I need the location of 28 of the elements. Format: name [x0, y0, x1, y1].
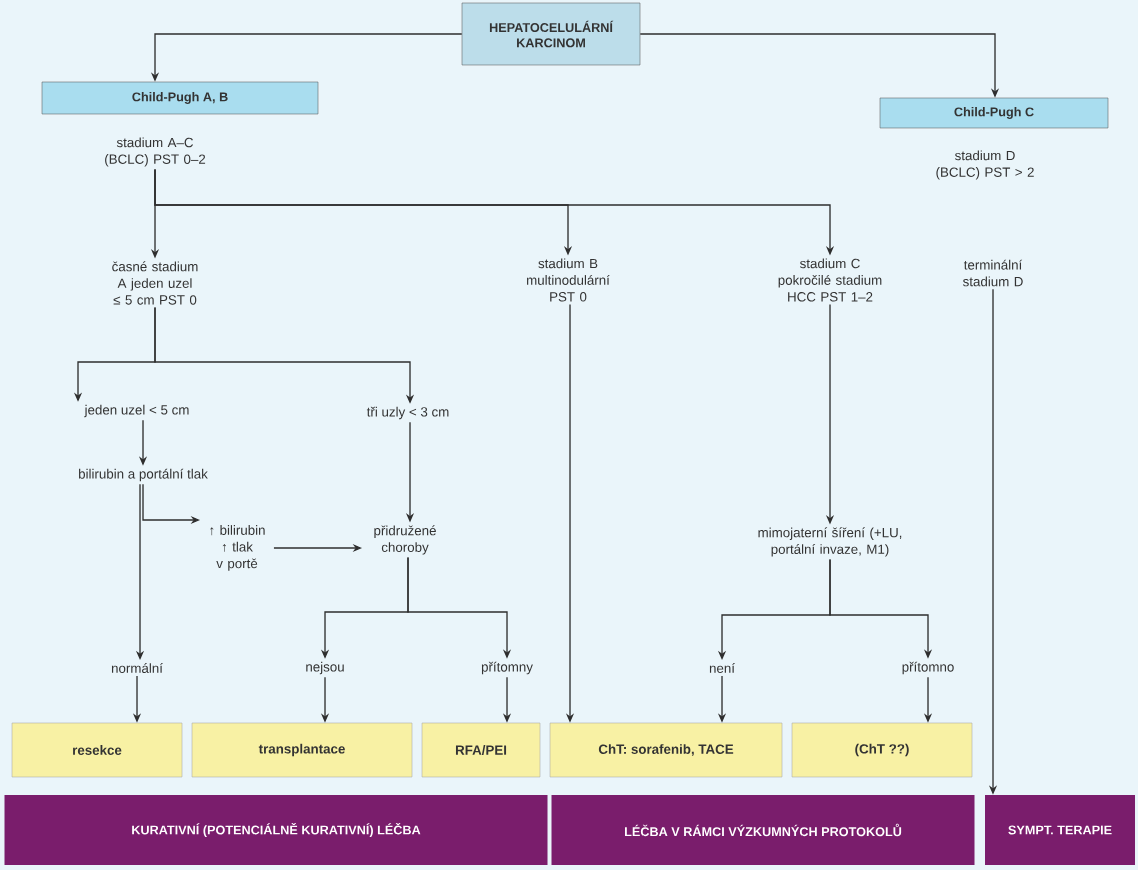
treatment-category-band: SYMPT. TERAPIE — [985, 795, 1135, 865]
flow-text: přítomny — [481, 661, 533, 675]
category-box: Child-Pugh A, B — [41, 81, 319, 115]
treatment-category-band: LÉČBA V RÁMCI VÝZKUMNÝCH PROTOKOLŮ — [551, 795, 975, 865]
flow-text: přítomno — [902, 661, 954, 675]
flow-text: přidružené choroby — [374, 525, 436, 555]
flow-text: časné stadium A jeden uzel ≤ 5 cm PST 0 — [112, 261, 198, 305]
treatment-box: ChT: sorafenib, TACE — [549, 722, 783, 778]
treatment-box: transplantace — [191, 722, 413, 778]
flow-text: stadium A–C (BCLC) PST 0–2 — [105, 137, 206, 167]
flow-text: tři uzly < 3 cm — [366, 406, 449, 420]
flow-text: jeden uzel < 5 cm — [84, 404, 189, 418]
flow-text: není — [709, 663, 735, 673]
flow-text: bilirubin a portální tlak — [79, 468, 208, 482]
treatment-category-band: KURATIVNÍ (POTENCIÁLNĚ KURATIVNÍ) LÉČBA — [4, 795, 548, 865]
flow-text: stadium D (BCLC) PST > 2 — [936, 150, 1034, 180]
flow-text: mimojaterní šíření (+LU, portální invaze, M1) — [758, 527, 902, 557]
category-box: Child-Pugh C — [879, 97, 1109, 129]
flow-text: stadium C pokročilé stadium HCC PST 1–2 — [778, 258, 882, 302]
treatment-box: resekce — [11, 722, 183, 778]
flow-text: stadium B multinodulární PST 0 — [527, 258, 610, 302]
flow-text: terminální stadium D — [963, 259, 1023, 287]
flow-text: nejsou — [306, 661, 344, 675]
treatment-box: RFA/PEI — [421, 722, 541, 778]
diagnosis-box: HEPATOCELULÁRNÍ KARCINOM — [461, 2, 641, 66]
flow-text: normální — [111, 663, 163, 673]
flow-text: ↑ bilirubin ↑ tlak v portě — [210, 525, 265, 571]
treatment-box: (ChT ??) — [791, 722, 973, 778]
